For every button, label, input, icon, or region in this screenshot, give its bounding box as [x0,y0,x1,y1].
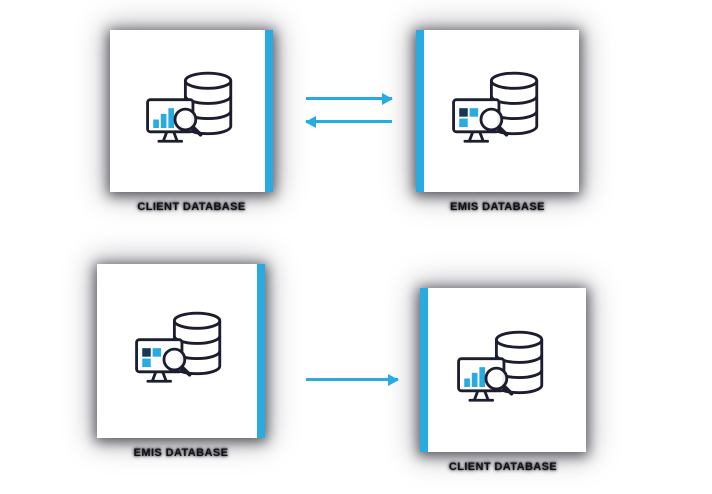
arrow-right-icon [306,97,392,100]
arrow-right-icon [306,378,398,381]
card-emis-database-source [97,264,265,438]
database-monitor-barchart-magnifier-icon [451,324,555,416]
card-icon-wrap [97,264,265,438]
card-label: EMIS DATABASE [133,447,229,459]
database-monitor-barchart-magnifier-icon [140,65,244,157]
card-accent-bar [265,30,273,192]
card-icon-wrap [420,288,586,452]
card-group-top-left: CLIENT DATABASE [110,30,273,213]
card-label: EMIS DATABASE [450,201,545,213]
card-icon-wrap [110,30,273,192]
card-group-bottom-right: CLIENT DATABASE [420,288,586,473]
card-group-top-right: EMIS DATABASE [416,30,579,213]
card-label: CLIENT DATABASE [137,201,246,213]
card-client-database-target [420,288,586,452]
database-monitor-blocks-magnifier-icon [129,305,233,397]
card-label: CLIENT DATABASE [448,461,558,473]
card-accent-bar [257,264,265,438]
arrow-left-icon [306,120,392,123]
card-accent-bar [416,30,424,192]
card-emis-database-target [416,30,579,192]
card-icon-wrap [416,30,579,192]
card-client-database-source [110,30,273,192]
database-monitor-blocks-magnifier-icon [446,65,550,157]
card-group-bottom-left: EMIS DATABASE [97,264,265,459]
card-accent-bar [420,288,428,452]
